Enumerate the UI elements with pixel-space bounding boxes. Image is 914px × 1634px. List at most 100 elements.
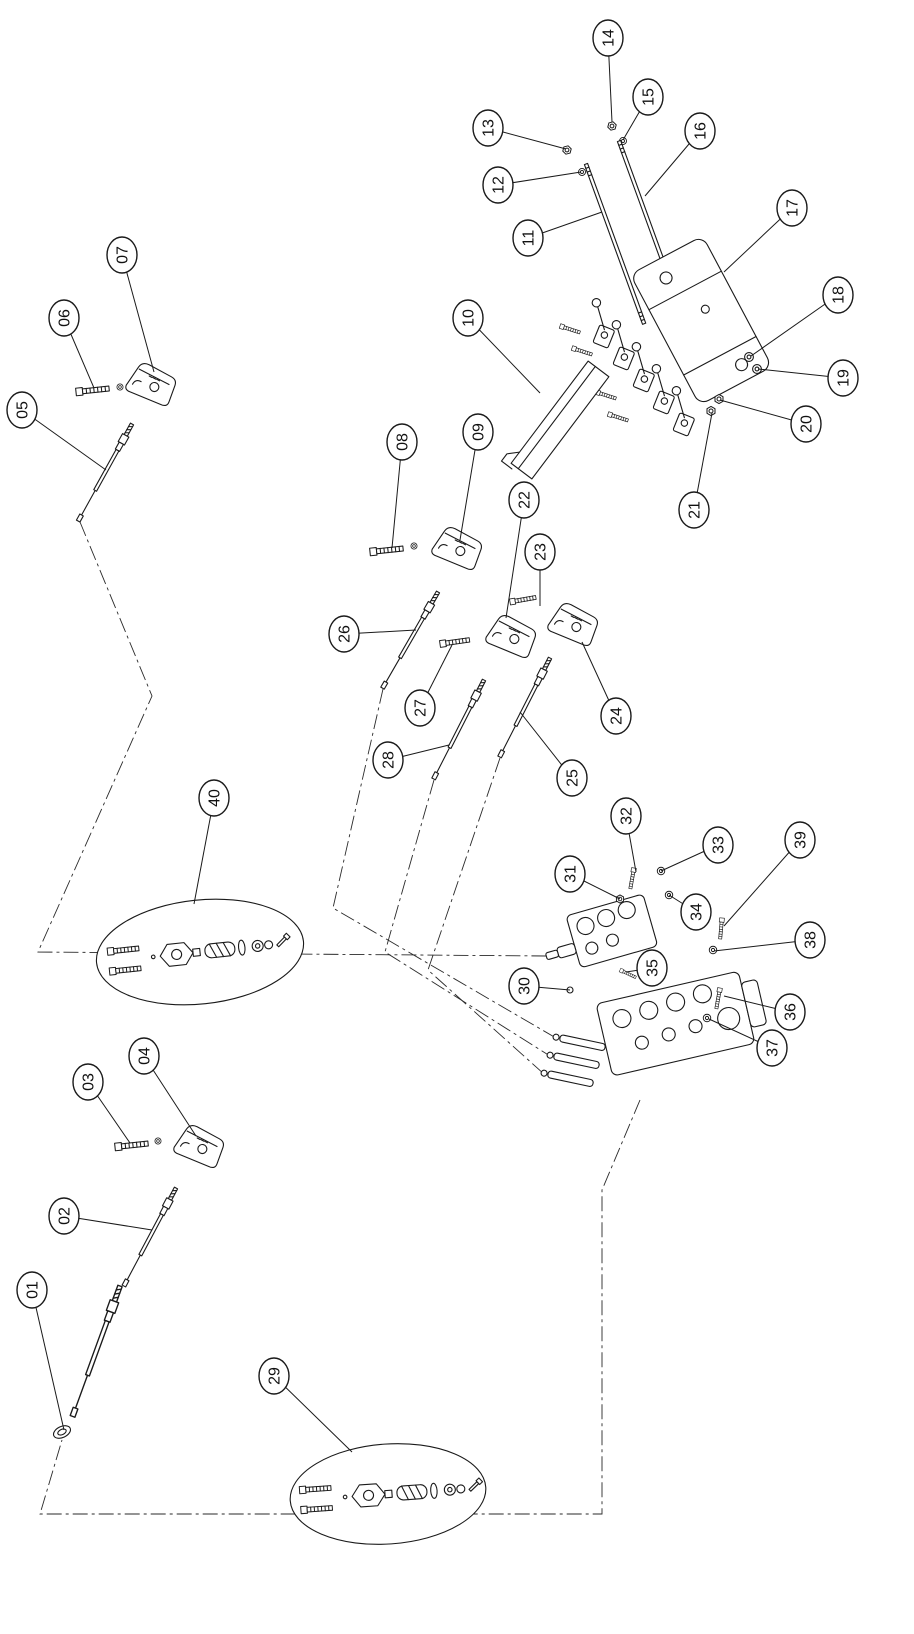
balloon-number-25: 25 [565,769,582,787]
part-valve-upper [545,894,658,968]
part-valve-main [596,971,767,1076]
leader-line-18 [750,294,839,357]
balloon-number-07: 07 [115,246,132,264]
balloon-circle-14 [592,19,624,57]
balloon-circle-24 [600,697,632,735]
balloon-14: 14 [592,19,624,123]
balloon-number-11: 11 [521,230,538,247]
part-cable-26 [378,589,442,691]
balloon-number-21: 21 [687,501,704,519]
balloon-circle-38 [794,921,826,959]
chain-line-cable-25-route [427,757,545,1075]
balloon-circle-12 [482,166,514,204]
balloon-circle-13 [472,109,504,147]
balloon-37: 37 [708,1018,788,1067]
balloon-circle-16 [684,112,716,150]
balloon-circle-01 [16,1271,48,1309]
balloon-number-20: 20 [799,415,816,433]
part-screw-35 [618,967,637,980]
part-bracket-24 [545,600,601,648]
part-bolt-39 [717,917,725,940]
balloon-number-39: 39 [793,831,810,849]
balloon-16: 16 [644,112,716,197]
part-bracket-04 [171,1122,227,1170]
leader-line-05 [21,409,107,471]
balloon-11: 11 [512,211,603,257]
balloon-15: 15 [622,78,664,141]
part-bracket-07 [123,360,179,408]
balloon-circle-32 [610,797,642,835]
part-bracket-17 [633,238,770,403]
balloon-circle-17 [776,189,808,227]
leader-line-39 [723,839,801,927]
balloon-05: 05 [6,391,107,471]
parts-artwork [52,120,770,1545]
balloon-circle-21 [678,491,710,529]
part-bolt-32 [627,867,637,890]
balloon-12: 12 [482,166,582,204]
part-bracket-22 [483,612,539,660]
balloon-circle-27 [404,689,436,727]
leader-line-38 [713,939,811,952]
balloon-number-37: 37 [765,1039,782,1057]
balloon-03: 03 [72,1063,131,1144]
balloon-circle-40 [198,779,230,817]
balloon-19: 19 [757,359,859,397]
balloon-10: 10 [452,299,541,394]
balloon-number-04: 04 [137,1047,154,1065]
balloon-circle-30 [508,967,540,1005]
part-cable-01 [67,1283,125,1419]
chain-line-cable-26-route [332,688,557,1039]
balloon-01: 01 [16,1271,65,1431]
balloon-number-30: 30 [517,977,534,995]
balloon-number-31: 31 [563,865,580,883]
balloon-39: 39 [723,821,816,927]
balloon-circle-06 [48,299,80,337]
detail-view-29 [289,1443,487,1545]
balloon-06: 06 [48,299,95,389]
chain-line-cable-28-route [384,779,551,1057]
part-cable-02 [120,1185,180,1289]
part-bracket-09 [429,524,485,572]
balloon-38: 38 [713,921,826,959]
balloon-number-12: 12 [491,176,508,194]
part-washer-38 [708,945,718,955]
balloon-circle-31 [554,855,586,893]
part-washer-06a [116,383,124,391]
leader-line-01 [31,1289,65,1431]
part-bolt-27 [439,636,471,648]
part-nut-14 [606,120,618,132]
balloon-number-33: 33 [711,836,728,854]
balloon-04: 04 [128,1037,197,1137]
balloon-number-24: 24 [609,707,626,725]
balloon-circle-03 [72,1063,104,1101]
balloon-circle-36 [774,993,806,1031]
balloon-number-19: 19 [836,369,853,387]
balloon-number-02: 02 [57,1207,74,1225]
balloon-circle-09 [462,413,494,451]
balloon-number-06: 06 [57,309,74,327]
balloon-circle-26 [328,615,360,653]
balloon-circle-29 [258,1357,290,1395]
part-nut-20 [714,393,724,405]
balloon-17: 17 [723,189,808,273]
balloon-09: 09 [459,413,494,541]
balloon-27: 27 [404,644,453,727]
balloon-13: 13 [472,109,567,150]
leader-line-07 [121,254,155,373]
balloon-number-15: 15 [641,88,658,106]
balloon-number-38: 38 [803,931,820,949]
balloon-number-34: 34 [689,903,706,921]
part-grommet-01 [52,1425,72,1439]
part-cable-05 [74,421,136,524]
part-nut-13 [561,144,573,156]
balloon-26: 26 [328,615,417,653]
part-washer-03a [154,1137,162,1145]
balloon-circle-23 [524,533,556,571]
balloon-circle-28 [372,741,404,779]
part-bolt-03 [114,1139,149,1152]
balloon-number-10: 10 [461,309,478,327]
balloon-07: 07 [106,236,155,373]
balloon-number-26: 26 [337,625,354,643]
